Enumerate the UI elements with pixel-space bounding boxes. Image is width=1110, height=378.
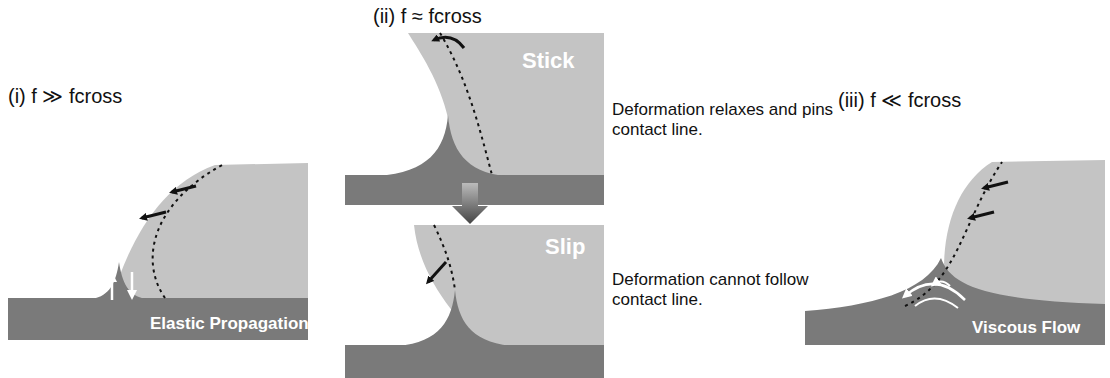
flow-arrow bbox=[934, 281, 950, 286]
wetting-ridge bbox=[378, 115, 505, 176]
description: Deformation cannot follow contact line. bbox=[612, 270, 842, 311]
transition-arrow bbox=[452, 183, 488, 224]
propagation-arrow bbox=[111, 276, 114, 300]
substrate bbox=[805, 258, 1105, 345]
substrate bbox=[345, 345, 604, 378]
region-label: Elastic Propagation bbox=[150, 314, 309, 334]
propagation-arrow bbox=[131, 272, 134, 296]
relax-arrow bbox=[434, 37, 464, 48]
previous-interface bbox=[905, 162, 1002, 306]
panel-stick bbox=[345, 33, 604, 205]
previous-interface bbox=[153, 165, 222, 298]
motion-arrow bbox=[984, 182, 1008, 188]
motion-arrow bbox=[970, 212, 994, 218]
motion-arrow bbox=[142, 212, 166, 218]
motion-arrow bbox=[172, 186, 196, 192]
slip-arrow bbox=[428, 262, 446, 282]
region-label: Viscous Flow bbox=[972, 318, 1080, 338]
state-label: Slip bbox=[545, 234, 585, 260]
panel-title: (iii) f ≪ fcross bbox=[838, 88, 961, 112]
state-label: Stick bbox=[522, 48, 575, 74]
description: Deformation relaxes and pins contact lin… bbox=[612, 100, 842, 141]
panel-title: (ii) f ≈ fcross bbox=[373, 4, 482, 28]
wetting-ridge bbox=[398, 290, 512, 346]
flow-arrow bbox=[915, 298, 958, 308]
previous-interface bbox=[440, 33, 492, 175]
panel-title: (i) f ≫ fcross bbox=[8, 84, 122, 108]
panel-slip bbox=[345, 225, 604, 378]
previous-interface bbox=[434, 225, 455, 290]
droplet bbox=[112, 163, 308, 298]
panel-elastic bbox=[8, 163, 308, 340]
wetting-ridge bbox=[92, 262, 146, 299]
panel-viscous bbox=[805, 160, 1105, 345]
droplet bbox=[944, 160, 1105, 306]
substrate bbox=[8, 298, 308, 340]
